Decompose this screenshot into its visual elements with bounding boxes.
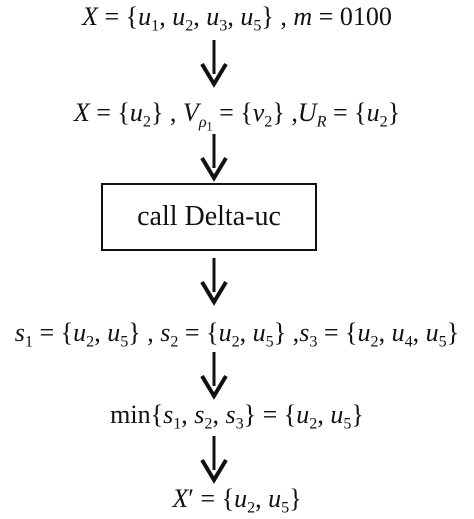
call-delta-uc-box: call Delta-uc bbox=[101, 183, 317, 251]
step-result: X′ = {u2, u5} bbox=[0, 482, 474, 516]
arrow-down-1 bbox=[199, 40, 229, 90]
arrow-down-2 bbox=[199, 134, 229, 184]
box-label: call Delta-uc bbox=[137, 201, 281, 232]
equation-candidates: s1 = {u2, u5} , s2 = {u2, u5} ,s3 = {u2,… bbox=[14, 318, 460, 351]
arrow-down-3 bbox=[199, 258, 229, 308]
min-function: min bbox=[110, 400, 151, 429]
step-initial-set: X = {u1, u2, u3, u5} , m = 0100 bbox=[0, 0, 474, 34]
equation-result: X′ = {u2, u5} bbox=[172, 484, 302, 517]
m-tilde-symbol: m bbox=[293, 0, 312, 34]
step-candidate-sets: s1 = {u2, u5} , s2 = {u2, u5} ,s3 = {u2,… bbox=[0, 316, 474, 350]
equation-minimum: min{s1, s2, s3} = {u2, u5} bbox=[110, 400, 364, 433]
step-minimum: min{s1, s2, s3} = {u2, u5} bbox=[0, 398, 474, 432]
equation-reduced: X = {u2} , Vρ1 = {v2} ,UR = {u2} bbox=[73, 98, 401, 134]
m-value: 0100 bbox=[339, 2, 392, 31]
arrow-down-5 bbox=[199, 436, 229, 486]
arrow-down-4 bbox=[199, 352, 229, 402]
step-reduced-sets: X = {u2} , Vρ1 = {v2} ,UR = {u2} bbox=[0, 96, 474, 134]
equation-initial: X = {u1, u2, u3, u5} , m = 0100 bbox=[82, 0, 392, 34]
